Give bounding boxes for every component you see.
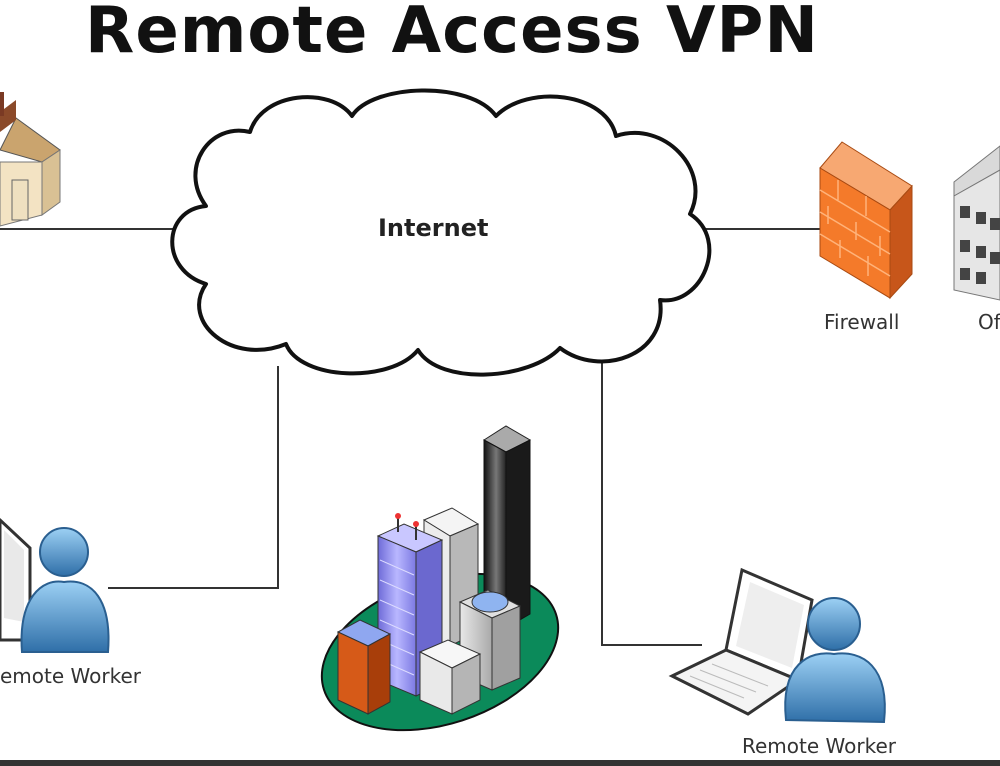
- office-label: Of: [978, 310, 1000, 334]
- bottom-border: [0, 760, 1000, 766]
- remote-worker-right-label: Remote Worker: [742, 734, 896, 758]
- line-internet-to-right-worker: [601, 350, 702, 646]
- remote-worker-right-icon: [668, 567, 886, 724]
- home-icon: [0, 92, 61, 227]
- internet-cloud: [170, 88, 712, 377]
- headquarters-campus-icon: [320, 425, 560, 732]
- firewall-label: Firewall: [824, 310, 900, 334]
- connection-lines: [0, 228, 822, 646]
- office-building-icon: [953, 145, 1000, 301]
- firewall-icon: [819, 141, 913, 300]
- diagram-title: Remote Access VPN: [85, 0, 819, 68]
- line-internet-to-left-worker: [108, 366, 279, 589]
- internet-label: Internet: [378, 214, 489, 242]
- remote-worker-left-icon: [0, 517, 110, 653]
- remote-worker-left-label: emote Worker: [0, 664, 141, 688]
